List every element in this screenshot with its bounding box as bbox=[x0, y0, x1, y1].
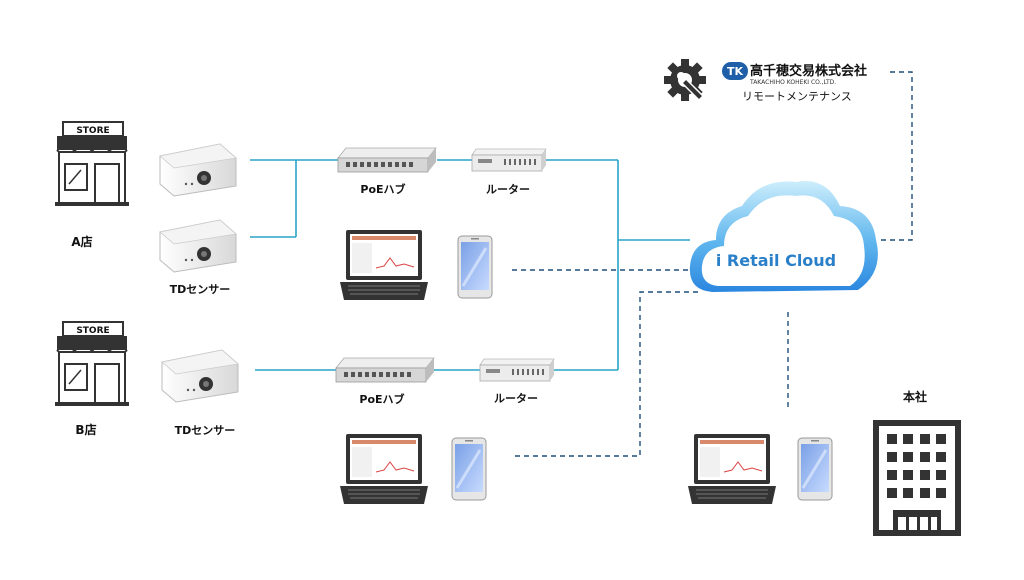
maintenance-label: リモートメンテナンス bbox=[742, 90, 852, 103]
router-icon bbox=[479, 358, 555, 382]
cloud-label: i Retail Cloud bbox=[716, 251, 836, 270]
td-sensor-icon bbox=[161, 349, 239, 403]
laptop-icon bbox=[340, 230, 428, 300]
dashed-maintenance-cloud bbox=[880, 71, 913, 241]
laptop-icon bbox=[688, 434, 776, 504]
dashed-devices-b-cloud bbox=[515, 291, 700, 457]
router-label-b: ルーター bbox=[494, 392, 538, 405]
smartphone-icon bbox=[797, 437, 833, 501]
td-sensor-icon bbox=[159, 143, 237, 197]
company-name-en: TAKACHIHO KOHEKI CO.,LTD. bbox=[749, 79, 836, 86]
store-icon-b: STORE bbox=[55, 321, 129, 406]
dashed-connections bbox=[512, 71, 913, 457]
company-name: 高千穂交易株式会社 bbox=[750, 63, 867, 79]
store-sign-b: STORE bbox=[76, 326, 109, 336]
office-building-icon bbox=[873, 420, 961, 536]
sensor-label-b: TDセンサー bbox=[175, 424, 236, 437]
cloud-icon bbox=[689, 181, 878, 292]
sensor-label-a: TDセンサー bbox=[170, 283, 231, 296]
store-label-a: A店 bbox=[71, 234, 92, 249]
poe-hub-icon bbox=[335, 357, 435, 383]
store-icon-a: STORE bbox=[55, 121, 129, 206]
store-label-b: B店 bbox=[75, 422, 96, 437]
store-sign-a: STORE bbox=[76, 126, 109, 136]
company-logo-text: TK bbox=[727, 65, 744, 78]
solid-connections bbox=[250, 159, 690, 371]
laptop-icon bbox=[340, 434, 428, 504]
hq-label: 本社 bbox=[903, 389, 927, 404]
smartphone-icon bbox=[451, 437, 487, 501]
company-logo: TK bbox=[722, 62, 748, 80]
poe-hub-icon bbox=[337, 147, 437, 173]
smartphone-icon bbox=[457, 235, 493, 299]
hub-label-b: PoEハブ bbox=[359, 392, 404, 406]
router-label-a: ルーター bbox=[486, 183, 530, 196]
td-sensor-icon bbox=[159, 219, 237, 273]
hub-label-a: PoEハブ bbox=[360, 182, 405, 196]
router-icon bbox=[471, 148, 547, 172]
gear-wrench-icon bbox=[664, 59, 706, 102]
